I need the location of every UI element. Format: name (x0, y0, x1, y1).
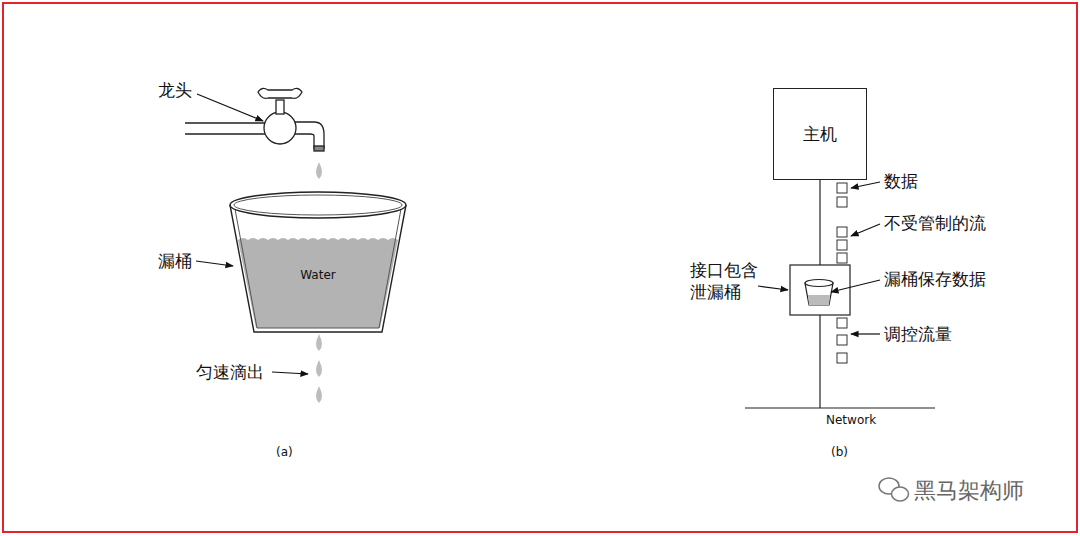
packets (837, 183, 847, 363)
bucket-rim (230, 192, 406, 218)
leader-line (831, 280, 880, 292)
host-link (819, 180, 820, 265)
panel-label: (b) (831, 444, 848, 460)
spout (292, 122, 324, 148)
drop (316, 360, 322, 377)
callout-label: 调控流量 (884, 323, 952, 345)
network-label: Network (826, 412, 876, 428)
drop (316, 334, 322, 351)
leader-line (851, 224, 880, 236)
leader-line (272, 372, 308, 374)
data-packet (837, 240, 847, 250)
node-label: 主机 (803, 124, 837, 144)
leader-line (758, 286, 788, 290)
bucket-label: Water (226, 268, 410, 282)
data-packet (837, 353, 847, 363)
data-packet (837, 197, 847, 207)
small-bucket-water (808, 295, 830, 305)
drop (316, 162, 322, 179)
bucket-outline (226, 188, 410, 340)
callout-label: 接口包含 泄漏桶 (690, 259, 762, 303)
water (238, 238, 398, 328)
wechat-icon (879, 478, 909, 501)
callout-label: 漏桶 (158, 250, 192, 272)
spout-mouth (314, 146, 324, 151)
leaky-bucket: Water (226, 188, 410, 340)
valve-body (264, 112, 296, 144)
leader-line (197, 94, 263, 121)
small-bucket-rim (805, 280, 833, 287)
network-line (745, 407, 935, 408)
callout-label: 数据 (884, 170, 918, 192)
callout-label: 漏桶保存数据 (884, 268, 986, 290)
callout-label: 不受管制的流 (884, 212, 986, 234)
callout-label: 匀速滴出 (196, 361, 264, 383)
leader-lines (758, 182, 880, 334)
data-packet (837, 253, 847, 263)
host-link (819, 315, 820, 408)
valve-handle (258, 88, 302, 98)
bubble (892, 487, 909, 501)
faucet (185, 88, 324, 151)
data-packet (837, 335, 847, 345)
watermark: 黑马架构师 (914, 476, 1024, 505)
data-packet (837, 227, 847, 237)
valve-stem (276, 100, 284, 114)
pipe (185, 123, 266, 134)
drop (316, 386, 322, 403)
frame-border (3, 3, 1077, 532)
data-packet (837, 183, 847, 193)
host-box: 主机 (773, 88, 867, 180)
leader-line (851, 182, 880, 188)
leader-line (851, 333, 880, 334)
callout-label: 龙头 (158, 79, 192, 101)
leader-line (196, 261, 233, 266)
bucket-rim-inner (234, 195, 402, 215)
data-packet (837, 318, 847, 328)
panel-label: (a) (276, 444, 293, 460)
